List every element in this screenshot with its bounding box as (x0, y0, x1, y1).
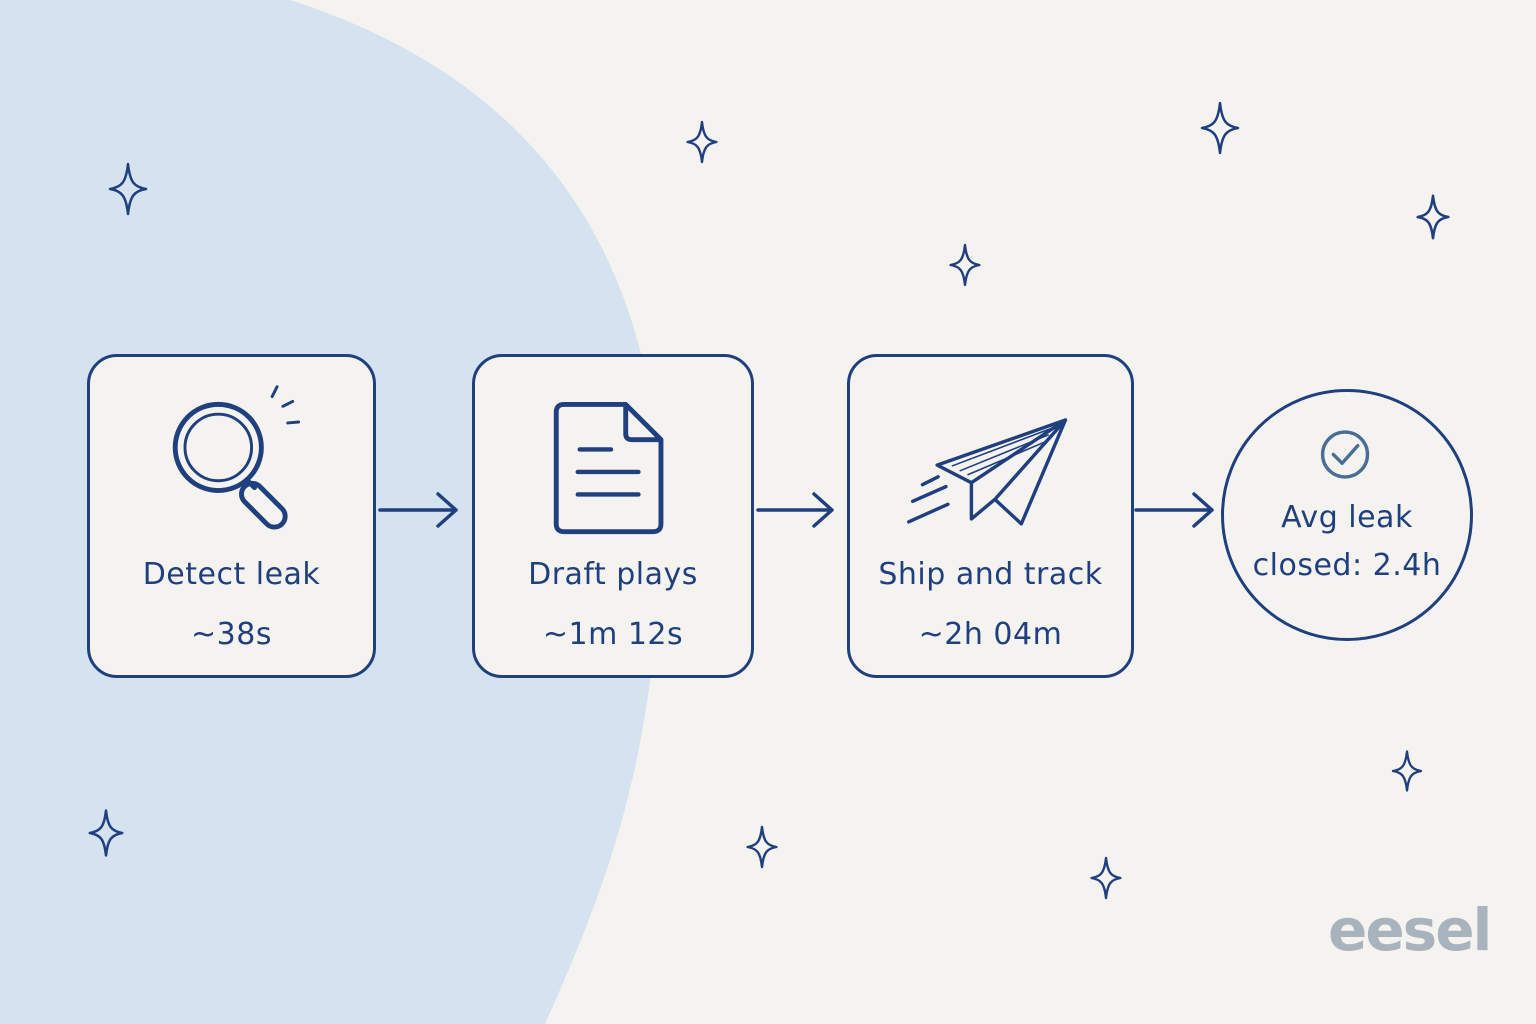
step-duration: ~1m 12s (542, 617, 684, 652)
step-duration: ~38s (191, 617, 272, 652)
step-label: Draft plays (528, 557, 698, 592)
sparkle-icon (1090, 856, 1122, 900)
sparkle-icon (1416, 194, 1450, 240)
arrow-right-icon (756, 492, 834, 528)
arrow-right-icon (378, 492, 458, 528)
sparkle-icon (686, 120, 718, 164)
paper-plane-icon (907, 418, 1068, 526)
check-circle-icon (1320, 430, 1370, 479)
arrow-right-icon (1134, 492, 1214, 528)
step-draft-plays: Draft plays ~1m 12s (472, 354, 754, 678)
sparkle-icon (1391, 750, 1423, 792)
sparkle-icon (108, 162, 148, 216)
step-label: Detect leak (142, 557, 321, 592)
result-avg-leak-closed: Avg leak closed: 2.4h (1221, 389, 1473, 641)
step-detect-leak: Detect leak ~38s (87, 354, 376, 678)
sparkle-icon (949, 243, 981, 287)
document-icon (553, 401, 664, 535)
sparkle-icon (88, 809, 124, 857)
result-label: Avg leak closed: 2.4h (1252, 500, 1442, 583)
sparkle-icon (1200, 101, 1240, 155)
sparkle-icon (746, 825, 778, 869)
step-ship-and-track: Ship and track ~2h 04m (847, 354, 1134, 678)
step-label: Ship and track (878, 557, 1103, 592)
eesel-logo: eesel (1328, 896, 1492, 964)
step-duration: ~2h 04m (918, 617, 1063, 652)
magnifier-icon (172, 385, 301, 530)
